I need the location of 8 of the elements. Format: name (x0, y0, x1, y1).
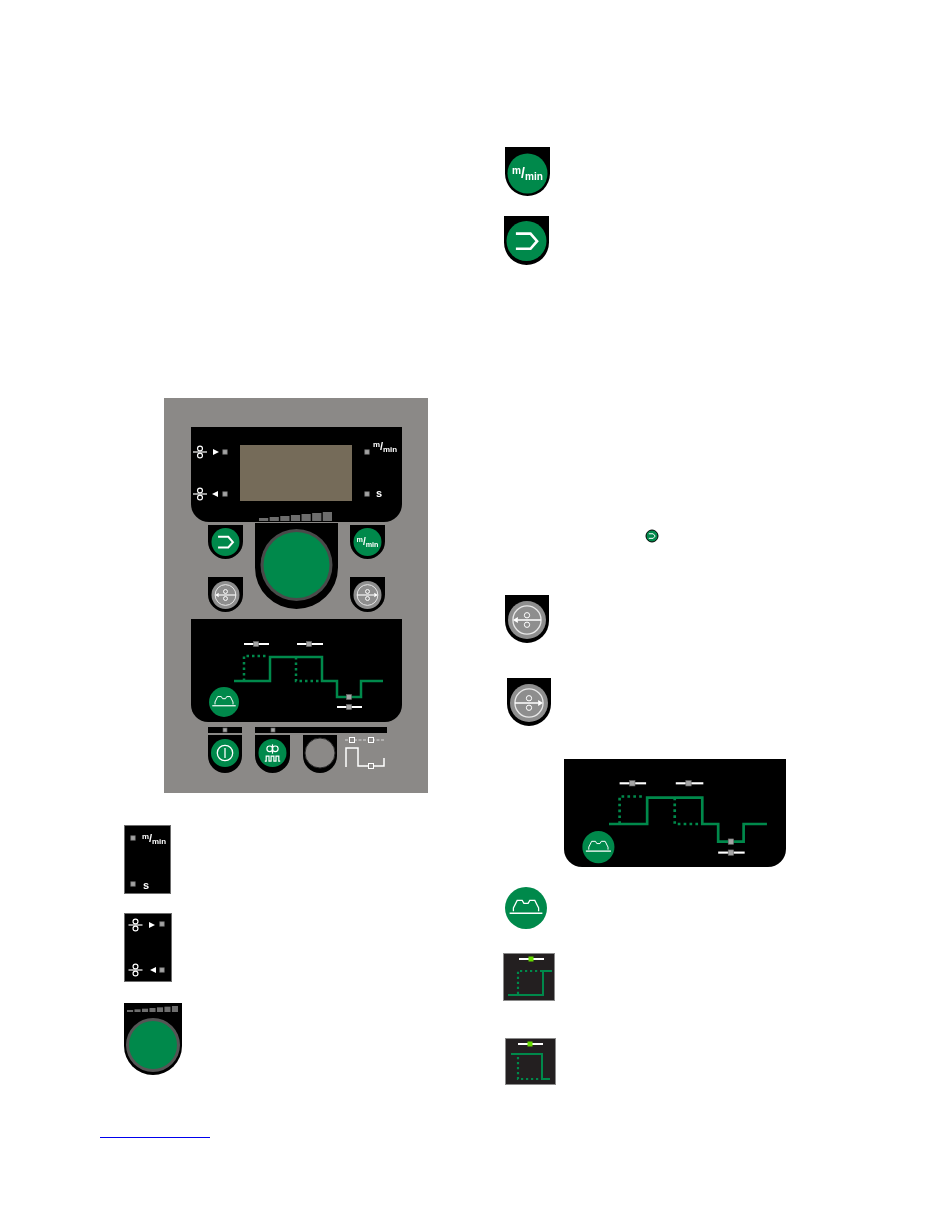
unit-label: s (143, 880, 150, 891)
unit-button: $^{m}$/$_{min}$ (505, 147, 550, 196)
display-inset (124, 825, 171, 894)
unit-button: $^{m}$/$_{min}$ (350, 525, 385, 559)
unit-label: $^{m}$/$_{min}$ (142, 833, 167, 846)
unit-label: s (376, 488, 383, 499)
display-screen (240, 445, 352, 501)
unit-label: $^{m}$/$_{min}$ (373, 441, 398, 454)
